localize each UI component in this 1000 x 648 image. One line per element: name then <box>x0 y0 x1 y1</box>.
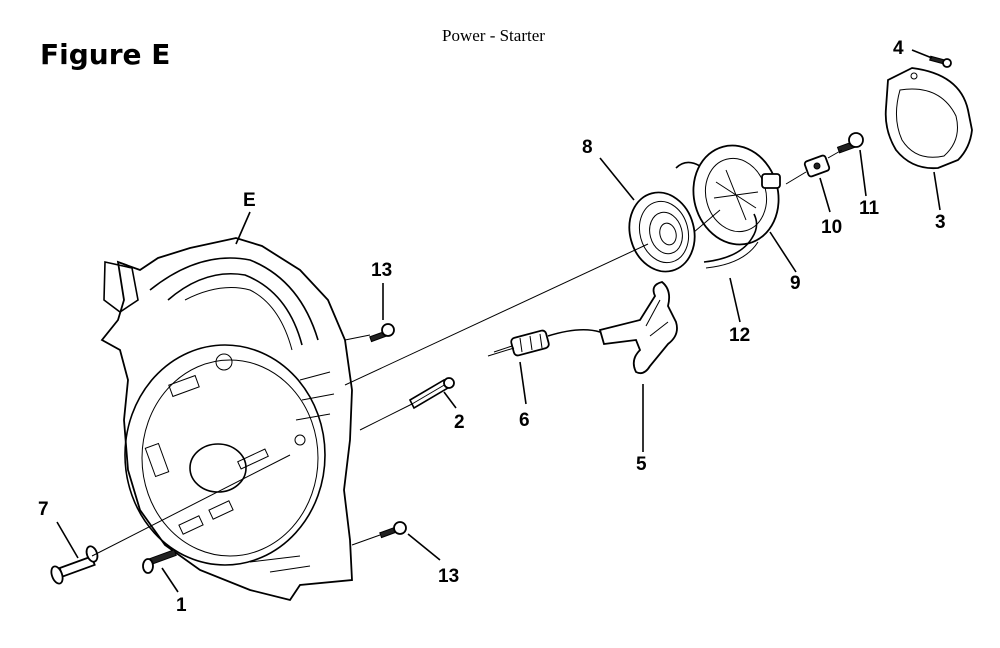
callout-13-upper: 13 <box>371 260 392 281</box>
part-7-screw <box>50 545 99 585</box>
callouts: E 13 2 6 5 7 1 13 8 9 12 10 11 3 4 <box>38 38 946 616</box>
callout-e: E <box>243 190 256 211</box>
part-3-gasket <box>884 67 973 170</box>
part-8-spring <box>628 191 696 273</box>
callout-10: 10 <box>821 217 842 238</box>
callout-8: 8 <box>582 137 593 158</box>
assembly-lines <box>91 149 843 557</box>
callout-4: 4 <box>893 38 904 59</box>
callout-3: 3 <box>935 212 946 233</box>
diagram-title: Power - Starter <box>442 26 545 45</box>
part-10-nut <box>803 154 831 178</box>
callout-9: 9 <box>790 273 801 294</box>
figure-label: Figure E <box>40 38 171 71</box>
leader-lines <box>56 49 941 593</box>
callout-12: 12 <box>729 325 750 346</box>
callout-1: 1 <box>176 595 187 616</box>
callout-6: 6 <box>519 410 530 431</box>
callout-13-lower: 13 <box>438 566 459 587</box>
part-11-screw <box>836 132 864 154</box>
part-12-rope <box>703 213 759 269</box>
callout-7: 7 <box>38 499 49 520</box>
part-13-lower-screw <box>379 521 407 539</box>
callout-5: 5 <box>636 454 647 475</box>
callout-2: 2 <box>454 412 465 433</box>
callout-11: 11 <box>859 198 880 219</box>
part-5-t-handle <box>598 281 678 375</box>
part-4-screw <box>929 55 952 68</box>
part-1-screw <box>142 549 177 574</box>
part-2-bolt <box>408 377 455 410</box>
part-13-upper-screw <box>369 323 395 343</box>
part-9-pulley <box>675 144 781 246</box>
housing-e <box>100 237 353 602</box>
